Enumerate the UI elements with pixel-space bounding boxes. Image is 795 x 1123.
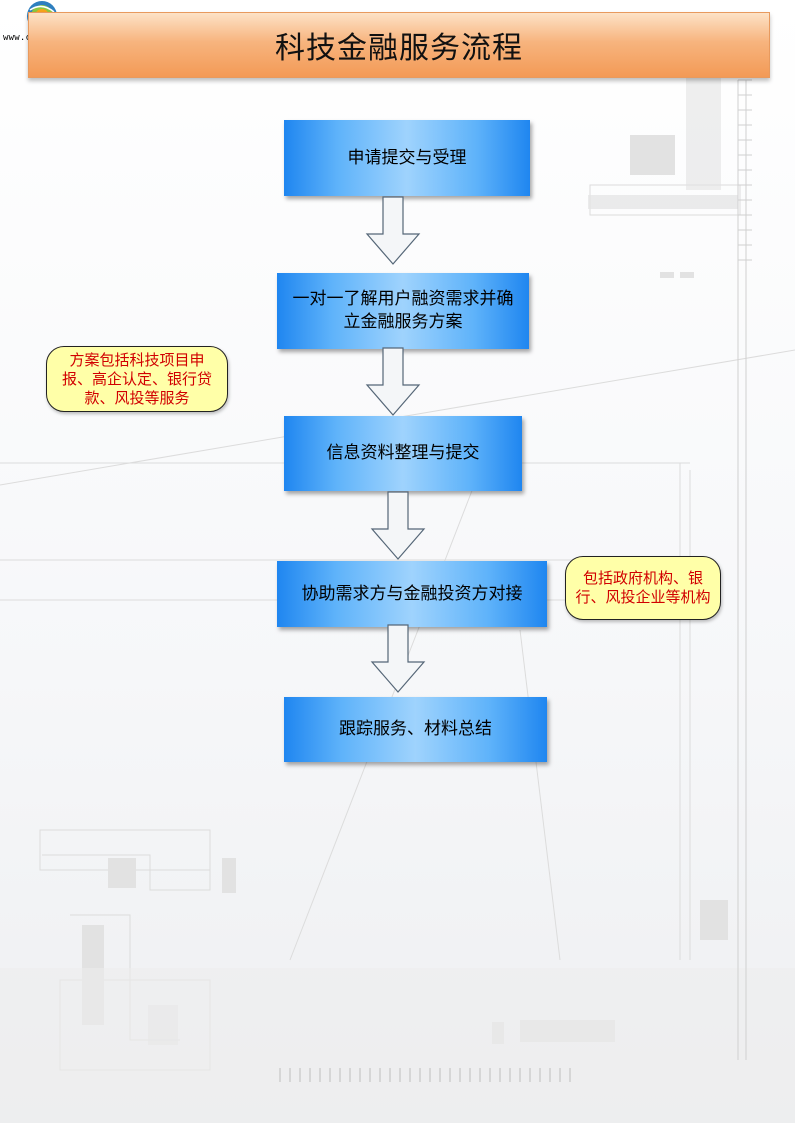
title-banner: 科技金融服务流程	[28, 12, 770, 78]
flow-step-2: 一对一了解用户融资需求并确立金融服务方案	[277, 273, 529, 349]
down-arrow-icon	[365, 196, 421, 265]
down-arrow-icon	[365, 347, 421, 416]
flow-step-label: 信息资料整理与提交	[326, 443, 480, 463]
down-arrow-icon	[370, 491, 426, 560]
flow-step-3: 信息资料整理与提交	[284, 416, 522, 491]
plan-note-text: 方案包括科技项目申报、高企认定、银行贷款、风投等服务	[61, 350, 212, 407]
investor-note-text: 包括政府机构、银行、风投企业等机构	[575, 569, 711, 606]
plan-note-callout: 方案包括科技项目申报、高企认定、银行贷款、风投等服务	[46, 346, 228, 412]
flow-step-1: 申请提交与受理	[284, 120, 530, 196]
flow-step-4: 协助需求方与金融投资方对接	[277, 561, 547, 627]
page-title: 科技金融服务流程	[275, 31, 523, 66]
flow-step-label: 申请提交与受理	[347, 147, 467, 168]
flow-step-5: 跟踪服务、材料总结	[284, 697, 547, 762]
flow-step-label: 协助需求方与金融投资方对接	[301, 583, 523, 604]
flow-step-label: 跟踪服务、材料总结	[339, 719, 492, 739]
down-arrow-icon	[370, 624, 426, 693]
investor-note-callout: 包括政府机构、银行、风投企业等机构	[565, 556, 721, 620]
flow-step-label: 一对一了解用户融资需求并确立金融服务方案	[292, 289, 514, 332]
